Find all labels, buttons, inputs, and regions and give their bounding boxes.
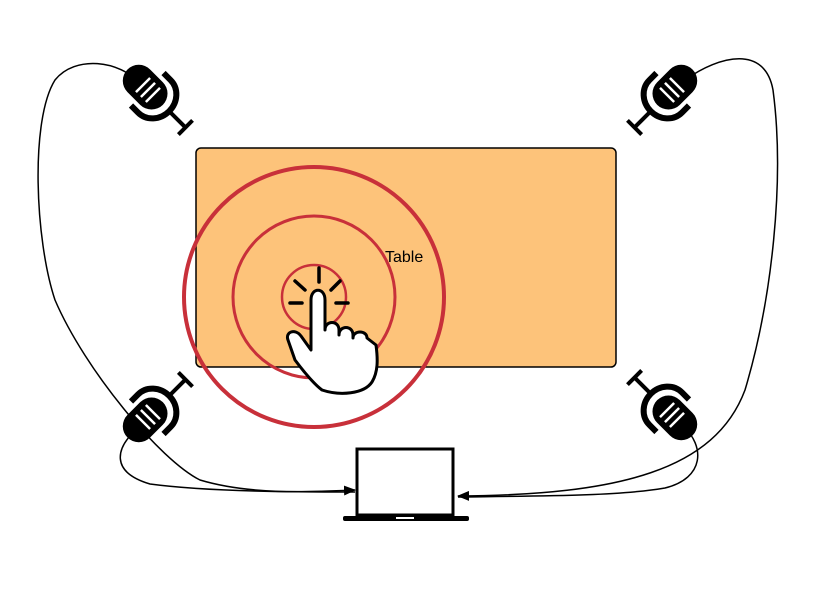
microphone-top-left xyxy=(111,53,202,144)
microphone-top-right xyxy=(618,53,709,144)
microphone-bottom-left xyxy=(111,363,202,454)
microphone-icon xyxy=(618,53,709,144)
table-label: Table xyxy=(385,249,423,266)
cable-bottom-right xyxy=(457,425,699,498)
cable-top-left xyxy=(37,62,356,496)
microphone-icon xyxy=(111,53,202,144)
microphone-icon xyxy=(111,363,202,454)
tap-ring-outer xyxy=(182,165,446,429)
laptop-icon xyxy=(343,447,469,521)
microphone-icon xyxy=(618,361,709,452)
cables xyxy=(37,58,779,501)
table-surface xyxy=(195,147,617,368)
cable-bottom-left xyxy=(119,427,356,493)
microphone-bottom-right xyxy=(618,361,709,452)
tap-hand-icon xyxy=(285,266,379,395)
tap-rings xyxy=(182,165,446,429)
cable-top-right xyxy=(457,58,779,501)
